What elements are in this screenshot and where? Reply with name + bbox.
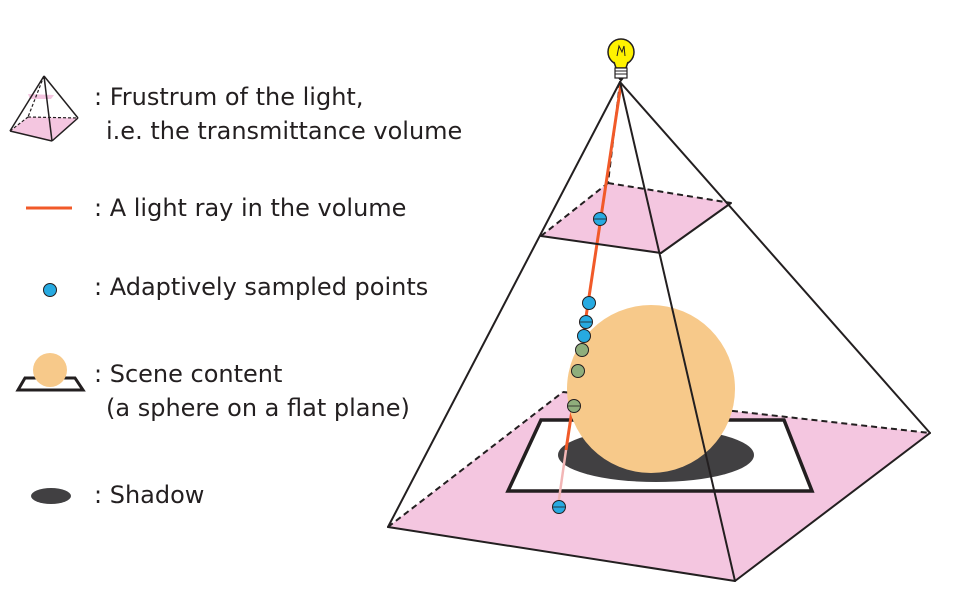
legend-label-sample-points: : Adaptively sampled points	[94, 273, 429, 301]
visible-edges	[387, 81, 931, 582]
sample-point	[575, 343, 589, 357]
scene-sphere	[567, 305, 735, 473]
legend-label-shadow: : Shadow	[94, 481, 205, 509]
legend-label-frustum: : Frustrum of the light, i.e. the transm…	[94, 83, 463, 145]
light-ray-shadowed	[556, 449, 568, 507]
frustum-legend-icon	[9, 75, 79, 142]
sample-point-legend-icon	[43, 283, 57, 297]
sample-point	[577, 329, 591, 343]
legend-label-ray: : A light ray in the volume	[94, 194, 407, 222]
sample-point-markings	[553, 218, 606, 508]
frustum-slice-plane	[541, 183, 731, 253]
shadow-legend-icon	[31, 488, 71, 504]
sample-point	[571, 364, 585, 378]
scene-content-legend-icon	[15, 353, 86, 392]
sample-point	[582, 296, 596, 310]
light-bulb-icon	[607, 38, 635, 82]
legend-label-scene-content: : Scene content (a sphere on a flat plan…	[94, 360, 410, 422]
